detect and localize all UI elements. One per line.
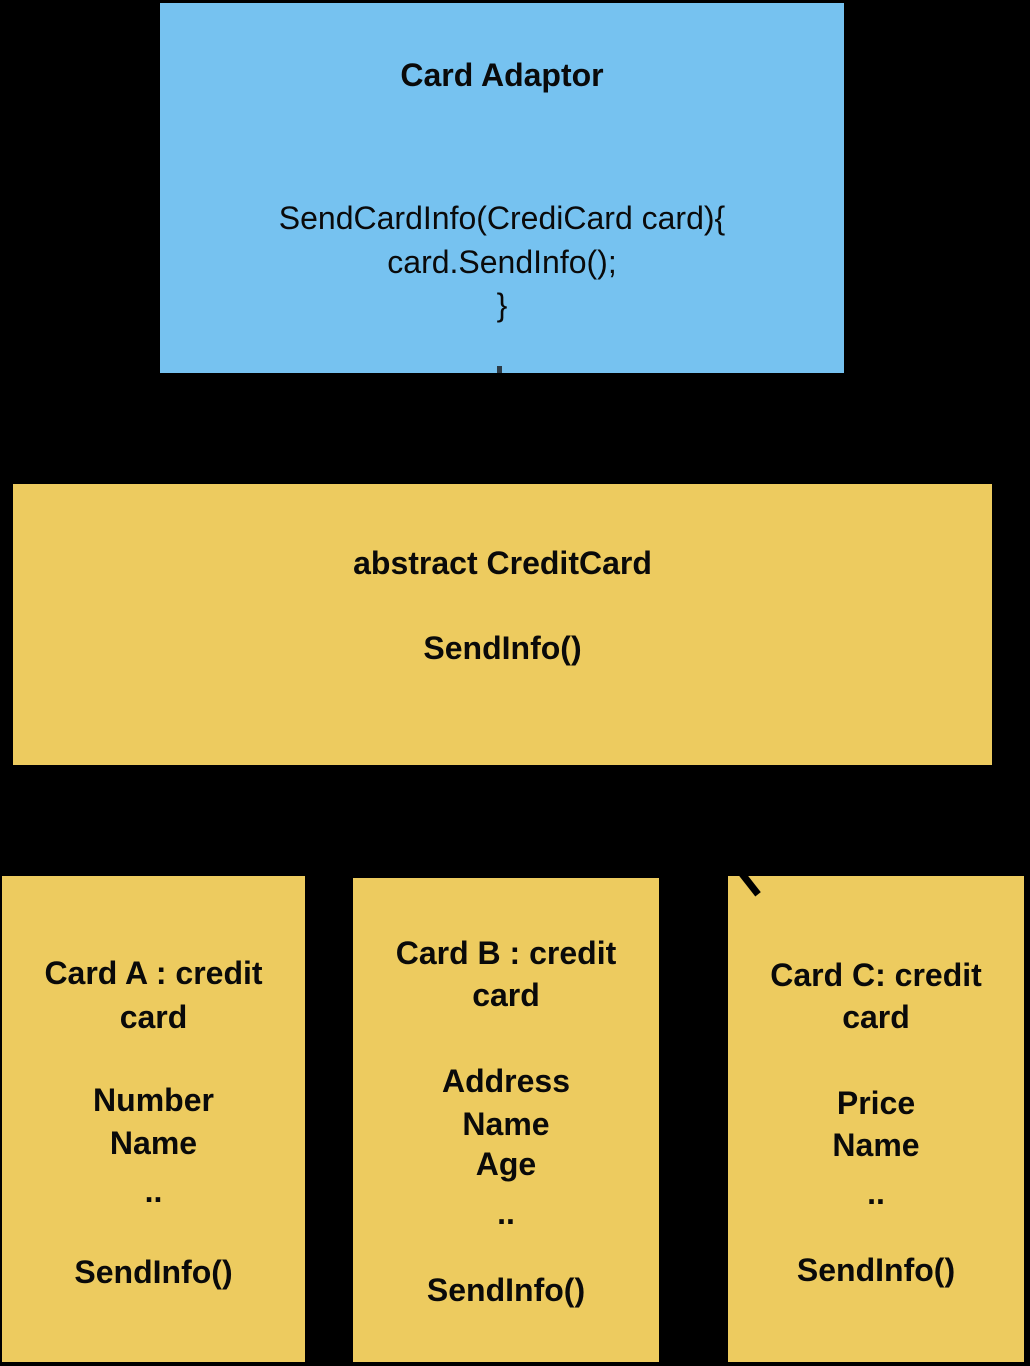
card-b-method: SendInfo() [426, 1272, 586, 1308]
card-c-field: Price [836, 1085, 916, 1121]
card-adaptor-title: Card Adaptor [400, 57, 604, 93]
card-a-field: Name [109, 1125, 198, 1161]
card-a-title-line-1: Card A : credit [44, 955, 263, 991]
card-c-box: Card C: credit card Price Name .. SendIn… [728, 876, 1024, 1362]
card-a-title-line-2: card [119, 999, 188, 1035]
card-a-field: Number [93, 1082, 214, 1118]
card-b-box: Card B : credit card Address Name Age ..… [353, 878, 659, 1362]
abstract-creditcard-box: abstract CreditCard SendInfo() [13, 484, 992, 765]
card-b-field: Name [462, 1106, 550, 1142]
card-a-method: SendInfo() [74, 1254, 233, 1290]
card-adaptor-box: Card Adaptor SendCardInfo(CrediCard card… [160, 3, 844, 373]
card-c-field: Name [832, 1127, 920, 1163]
card-b-field: Age [475, 1146, 537, 1182]
card-c-title-line-1: Card C: credit [770, 957, 982, 993]
card-c-method: SendInfo() [796, 1252, 956, 1288]
dependency-arrow-tail [497, 366, 502, 373]
abstract-creditcard-title: abstract CreditCard [353, 545, 652, 581]
card-a-box: Card A : credit card Number Name .. Send… [2, 876, 305, 1362]
card-c-field: .. [867, 1175, 885, 1211]
card-b-title-line-1: Card B : credit [395, 935, 617, 971]
card-b-title-line-2: card [472, 977, 540, 1013]
card-c-title-line-2: card [842, 999, 910, 1035]
adaptor-code-line-2: card.SendInfo(); [387, 244, 617, 280]
adaptor-code-line-3: } [496, 287, 508, 323]
card-a-field: .. [144, 1173, 163, 1209]
card-b-field: .. [497, 1195, 515, 1231]
card-b-field: Address [441, 1063, 571, 1099]
abstract-creditcard-method: SendInfo() [423, 630, 582, 666]
adaptor-code-line-1: SendCardInfo(CrediCard card){ [278, 200, 726, 236]
